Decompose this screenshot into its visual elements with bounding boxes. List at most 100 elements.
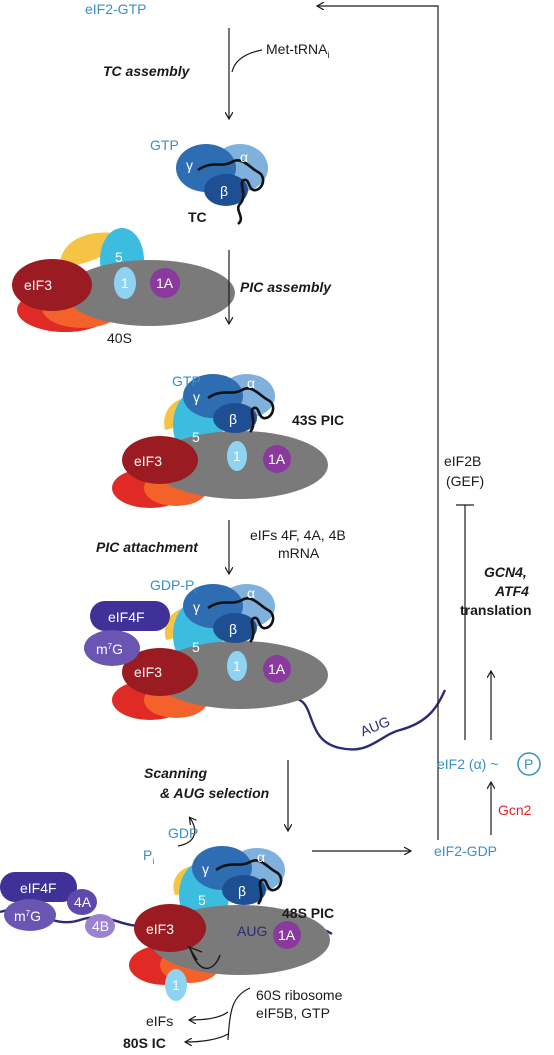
pic-43s: GTP γ β α eIF3 5 1 1A 43S PIC <box>112 373 344 508</box>
attachment-factors-line2: mRNA <box>278 545 320 561</box>
gdp-release-arrow <box>177 818 195 847</box>
pic43-eif1a-label: 1A <box>268 451 286 467</box>
eif1-release-arrowhead <box>187 945 203 961</box>
scan-m7g-cap-shape <box>84 630 140 666</box>
pic48-eif1-shape <box>165 969 187 1001</box>
scan-eif1-shape <box>227 651 247 681</box>
pic48-label: 48S PIC <box>282 905 334 921</box>
mrna-strand <box>284 689 447 751</box>
tc-beta-label: β <box>220 183 228 199</box>
ribosome-40s-label: 40S <box>107 330 132 346</box>
gcn2-label: Gcn2 <box>498 802 532 818</box>
pic-attachment-step: PIC attachment <box>96 539 199 555</box>
phosphate-label: P <box>524 756 533 772</box>
eif1-release-arrow <box>189 947 221 969</box>
pic48-eif5-label: 5 <box>198 892 206 908</box>
translation-label: translation <box>460 602 532 618</box>
pic43-label: 43S PIC <box>292 412 344 428</box>
scan-eif4f-shape <box>90 601 170 631</box>
pic43-eif3-label: eIF3 <box>134 453 162 469</box>
scan-met-trna <box>207 597 275 643</box>
atf4-label: ATF4 <box>494 583 529 599</box>
pic48-met-trna <box>215 859 283 905</box>
pic43-eif3-shape <box>122 436 198 484</box>
scan-eif3-label: eIF3 <box>134 664 162 680</box>
eif2-recycling-arrow <box>318 6 439 840</box>
eif3-shape <box>12 259 92 311</box>
pic48-pi-label: Pi <box>143 847 154 866</box>
pic48-eif4f-shape <box>0 872 77 902</box>
scan-eif5-label: 5 <box>192 639 200 655</box>
eifs-label: eIFs <box>146 1013 173 1029</box>
scan-eif3-shape <box>122 648 198 696</box>
pic48-eif4f-label: eIF4F <box>20 880 57 896</box>
preinitiation-factors-40s: eIF3 5 1 1A 40S <box>12 228 235 346</box>
ribosome-60s-label: 60S ribosome <box>256 987 343 1003</box>
scan-gamma-label: γ <box>193 599 200 615</box>
pic43-gtp-label: GTP <box>172 373 201 389</box>
pic48-eif4a-label: 4A <box>74 894 92 910</box>
pic43-eif5-label: 5 <box>192 429 200 445</box>
pic43-gamma-label: γ <box>193 389 200 405</box>
eif5-label: 5 <box>115 249 123 265</box>
met-trna-label: Met-tRNAi <box>266 41 329 60</box>
phosphate-circle-icon <box>517 752 541 776</box>
scan-eif4f-label: eIF4F <box>108 609 145 625</box>
ic80-arrow <box>186 1033 229 1042</box>
met-trna-strand <box>197 159 265 226</box>
tc-assembly-step: TC assembly <box>103 63 191 79</box>
final-step-stem <box>227 987 251 1041</box>
eif2-beta-subunit <box>204 174 248 206</box>
ternary-complex: GTP γ β α TC <box>150 137 268 226</box>
pic43-eif1-shape <box>227 441 247 471</box>
eifs-release-arrow <box>190 1011 229 1020</box>
scan-eif2-beta <box>213 613 257 643</box>
scan-eif1a-label: 1A <box>268 661 286 677</box>
pic48-eif1a-shape <box>273 921 301 949</box>
eif1a-shape <box>150 268 180 298</box>
tc-label: TC <box>188 209 207 225</box>
pic48-m7g-label: m7G <box>14 908 41 924</box>
scan-beta-label: β <box>229 621 237 637</box>
pic48-eif1-label: 1 <box>172 977 180 993</box>
pic48-eif3-shape <box>134 904 206 952</box>
pic48-eif2-beta <box>222 875 266 905</box>
pic43-eif2-beta <box>213 403 257 433</box>
pic48-gdp-label: GDP <box>168 825 198 841</box>
pic-48s: GDP Pi eIF4F m7G 4A 4B γ β α eIF3 5 1 1A… <box>0 818 334 1001</box>
scanning-step-line1: Scanning <box>144 765 207 781</box>
scan-eif1-label: 1 <box>233 658 241 674</box>
attachment-factors-line1: eIFs 4F, 4A, 4B <box>250 527 346 543</box>
eif2-gtp-label: eIF2-GTP <box>85 1 146 17</box>
ic80-label: 80S IC <box>123 1035 166 1050</box>
ribosome-40s <box>65 260 235 326</box>
pic43-beta-label: β <box>229 411 237 427</box>
eif3-label: eIF3 <box>24 277 52 293</box>
eif2-alpha-p-label: eIF2 (α) ~ <box>437 756 498 772</box>
scan-alpha-label: α <box>247 585 255 601</box>
eif1-shape <box>114 267 136 299</box>
gef-label: (GEF) <box>446 473 484 489</box>
pic48-aug-label: AUG <box>237 923 267 939</box>
pic48-eif4a-shape <box>67 889 97 915</box>
pic48-beta-label: β <box>238 883 246 899</box>
eif2-gdp-label: eIF2-GDP <box>434 843 497 859</box>
scanning-complex: AUG GDP-Pi eIF4F m7G γ β α eIF3 5 1 1A <box>84 577 447 751</box>
pic43-alpha-label: α <box>247 375 255 391</box>
eif1a-label: 1A <box>156 275 174 291</box>
tc-gamma-label: γ <box>186 157 193 173</box>
pic43-eif1a-shape <box>263 445 291 473</box>
eif5b-gtp-label: eIF5B, GTP <box>256 1005 330 1021</box>
pic43-met-trna <box>207 387 275 433</box>
pic48-alpha-label: α <box>257 849 265 865</box>
pic-assembly-step: PIC assembly <box>240 279 332 295</box>
scan-gdp-pi-label: GDP-Pi <box>150 577 196 596</box>
met-trna-join-curve <box>231 49 263 73</box>
pic48-eif3-label: eIF3 <box>146 921 174 937</box>
pic48-eif4b-shape <box>85 914 115 938</box>
tc-gtp-label: GTP <box>150 137 179 153</box>
scan-eif1a-shape <box>263 655 291 683</box>
eif1-label: 1 <box>121 275 129 291</box>
